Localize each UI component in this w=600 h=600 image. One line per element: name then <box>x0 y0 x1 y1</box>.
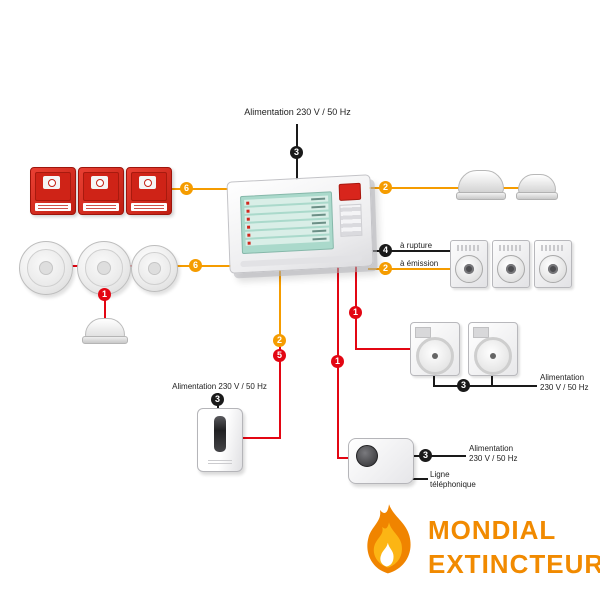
wire-supply-orange <box>279 255 281 347</box>
power-supply-unit <box>197 408 243 472</box>
alarm-sounder <box>492 240 530 288</box>
wire-smoke-loop-to-panel <box>174 265 240 267</box>
call-point-element <box>43 176 60 189</box>
label-line: 230 V / 50 Hz <box>469 454 518 464</box>
wire-sounders-emission <box>368 268 454 270</box>
wire-supply-into-psu <box>240 437 281 439</box>
label-emission: à émission <box>400 259 439 268</box>
panel-led-column <box>339 203 363 237</box>
label-door-holders-power: Alimentation 230 V / 50 Hz <box>540 373 588 394</box>
label-line: Ligne <box>430 470 450 479</box>
alarm-sounder <box>534 240 572 288</box>
badge-heat-detectors: 2 <box>379 181 392 194</box>
badge-smoke-branch: 1 <box>98 288 111 301</box>
logo-text-line2: EXTINCTEUR <box>428 549 600 579</box>
label-rupture: à rupture <box>400 241 433 250</box>
sounder-speaker <box>497 255 525 283</box>
label-transmitter-power: Alimentation 230 V / 50 Hz <box>469 444 517 465</box>
badge-supply-red: 5 <box>273 349 286 362</box>
manual-call-point <box>126 167 172 215</box>
badge-call-points: 6 <box>180 182 193 195</box>
wire-callpoints-to-panel <box>170 188 236 190</box>
label-mains-power: Alimentation 230 V / 50 Hz <box>244 107 351 117</box>
sounder-speaker <box>539 255 567 283</box>
wire-door-holders-horizontal <box>355 348 412 350</box>
badge-psu-power: 3 <box>211 393 224 406</box>
label-line: 230 V / 50 Hz <box>540 383 589 393</box>
panel-display <box>239 191 334 255</box>
wire-panel-to-heat-detectors <box>368 187 544 189</box>
call-point-label-strip <box>35 203 71 211</box>
smoke-detector-top-view <box>19 241 73 295</box>
logo-text-line1: MONDIAL <box>428 515 557 545</box>
label-phone-line: Ligne téléphonique <box>430 470 476 491</box>
call-point-element <box>91 176 108 189</box>
detector-base <box>456 192 506 200</box>
detector-base <box>82 336 128 344</box>
transmitter-speaker-icon <box>356 445 378 467</box>
smoke-detector-top-view <box>131 245 178 292</box>
call-point-label-strip <box>83 203 119 211</box>
alarm-sounder <box>450 240 488 288</box>
fire-alarm-control-panel <box>226 174 374 274</box>
badge-door-holders-power: 3 <box>457 379 470 392</box>
badge-supply-orange: 2 <box>273 334 286 347</box>
smoke-detector-top-view <box>77 241 131 295</box>
manual-call-point <box>30 167 76 215</box>
door-holder-device <box>410 322 460 376</box>
detector-base <box>516 192 558 200</box>
manual-call-point <box>78 167 124 215</box>
sounder-speaker <box>455 255 483 283</box>
wire-door-holder1-down <box>433 372 435 387</box>
label-line: Alimentation <box>469 444 514 453</box>
wire-door-holders-power <box>433 385 537 387</box>
badge-transmitter-wire: 1 <box>331 355 344 368</box>
label-psu-power: Alimentation 230 V / 50 Hz <box>172 382 267 391</box>
label-line: Alimentation <box>540 373 585 382</box>
psu-slot <box>214 416 226 452</box>
wire-supply-red <box>279 347 281 439</box>
wire-transmitter-power <box>412 455 466 457</box>
holder-dial <box>416 337 454 375</box>
wire-door-holder2-down <box>491 372 493 387</box>
telephone-transmitter <box>348 438 414 484</box>
wire-phone-line <box>412 478 428 480</box>
label-line: téléphonique <box>430 480 476 490</box>
door-holder-device <box>468 322 518 376</box>
holder-dial <box>474 337 512 375</box>
heat-detector <box>516 174 558 200</box>
wire-transmitter-in <box>337 457 350 459</box>
badge-door-holders: 1 <box>349 306 362 319</box>
badge-smoke-detectors: 6 <box>189 259 202 272</box>
call-point-element <box>139 176 156 189</box>
flame-icon <box>367 504 411 574</box>
badge-sounders-rupture: 4 <box>379 244 392 257</box>
badge-transmitter-power: 3 <box>419 449 432 462</box>
panel-red-button <box>338 182 362 201</box>
call-point-label-strip <box>131 203 167 211</box>
wire-sounders-rupture <box>368 250 454 252</box>
badge-mains-power: 3 <box>290 146 303 159</box>
wire-panel-to-door-holders <box>355 255 357 350</box>
heat-detector <box>456 170 506 200</box>
badge-sounders-emission: 2 <box>379 262 392 275</box>
smoke-detector-side-view <box>82 318 128 344</box>
